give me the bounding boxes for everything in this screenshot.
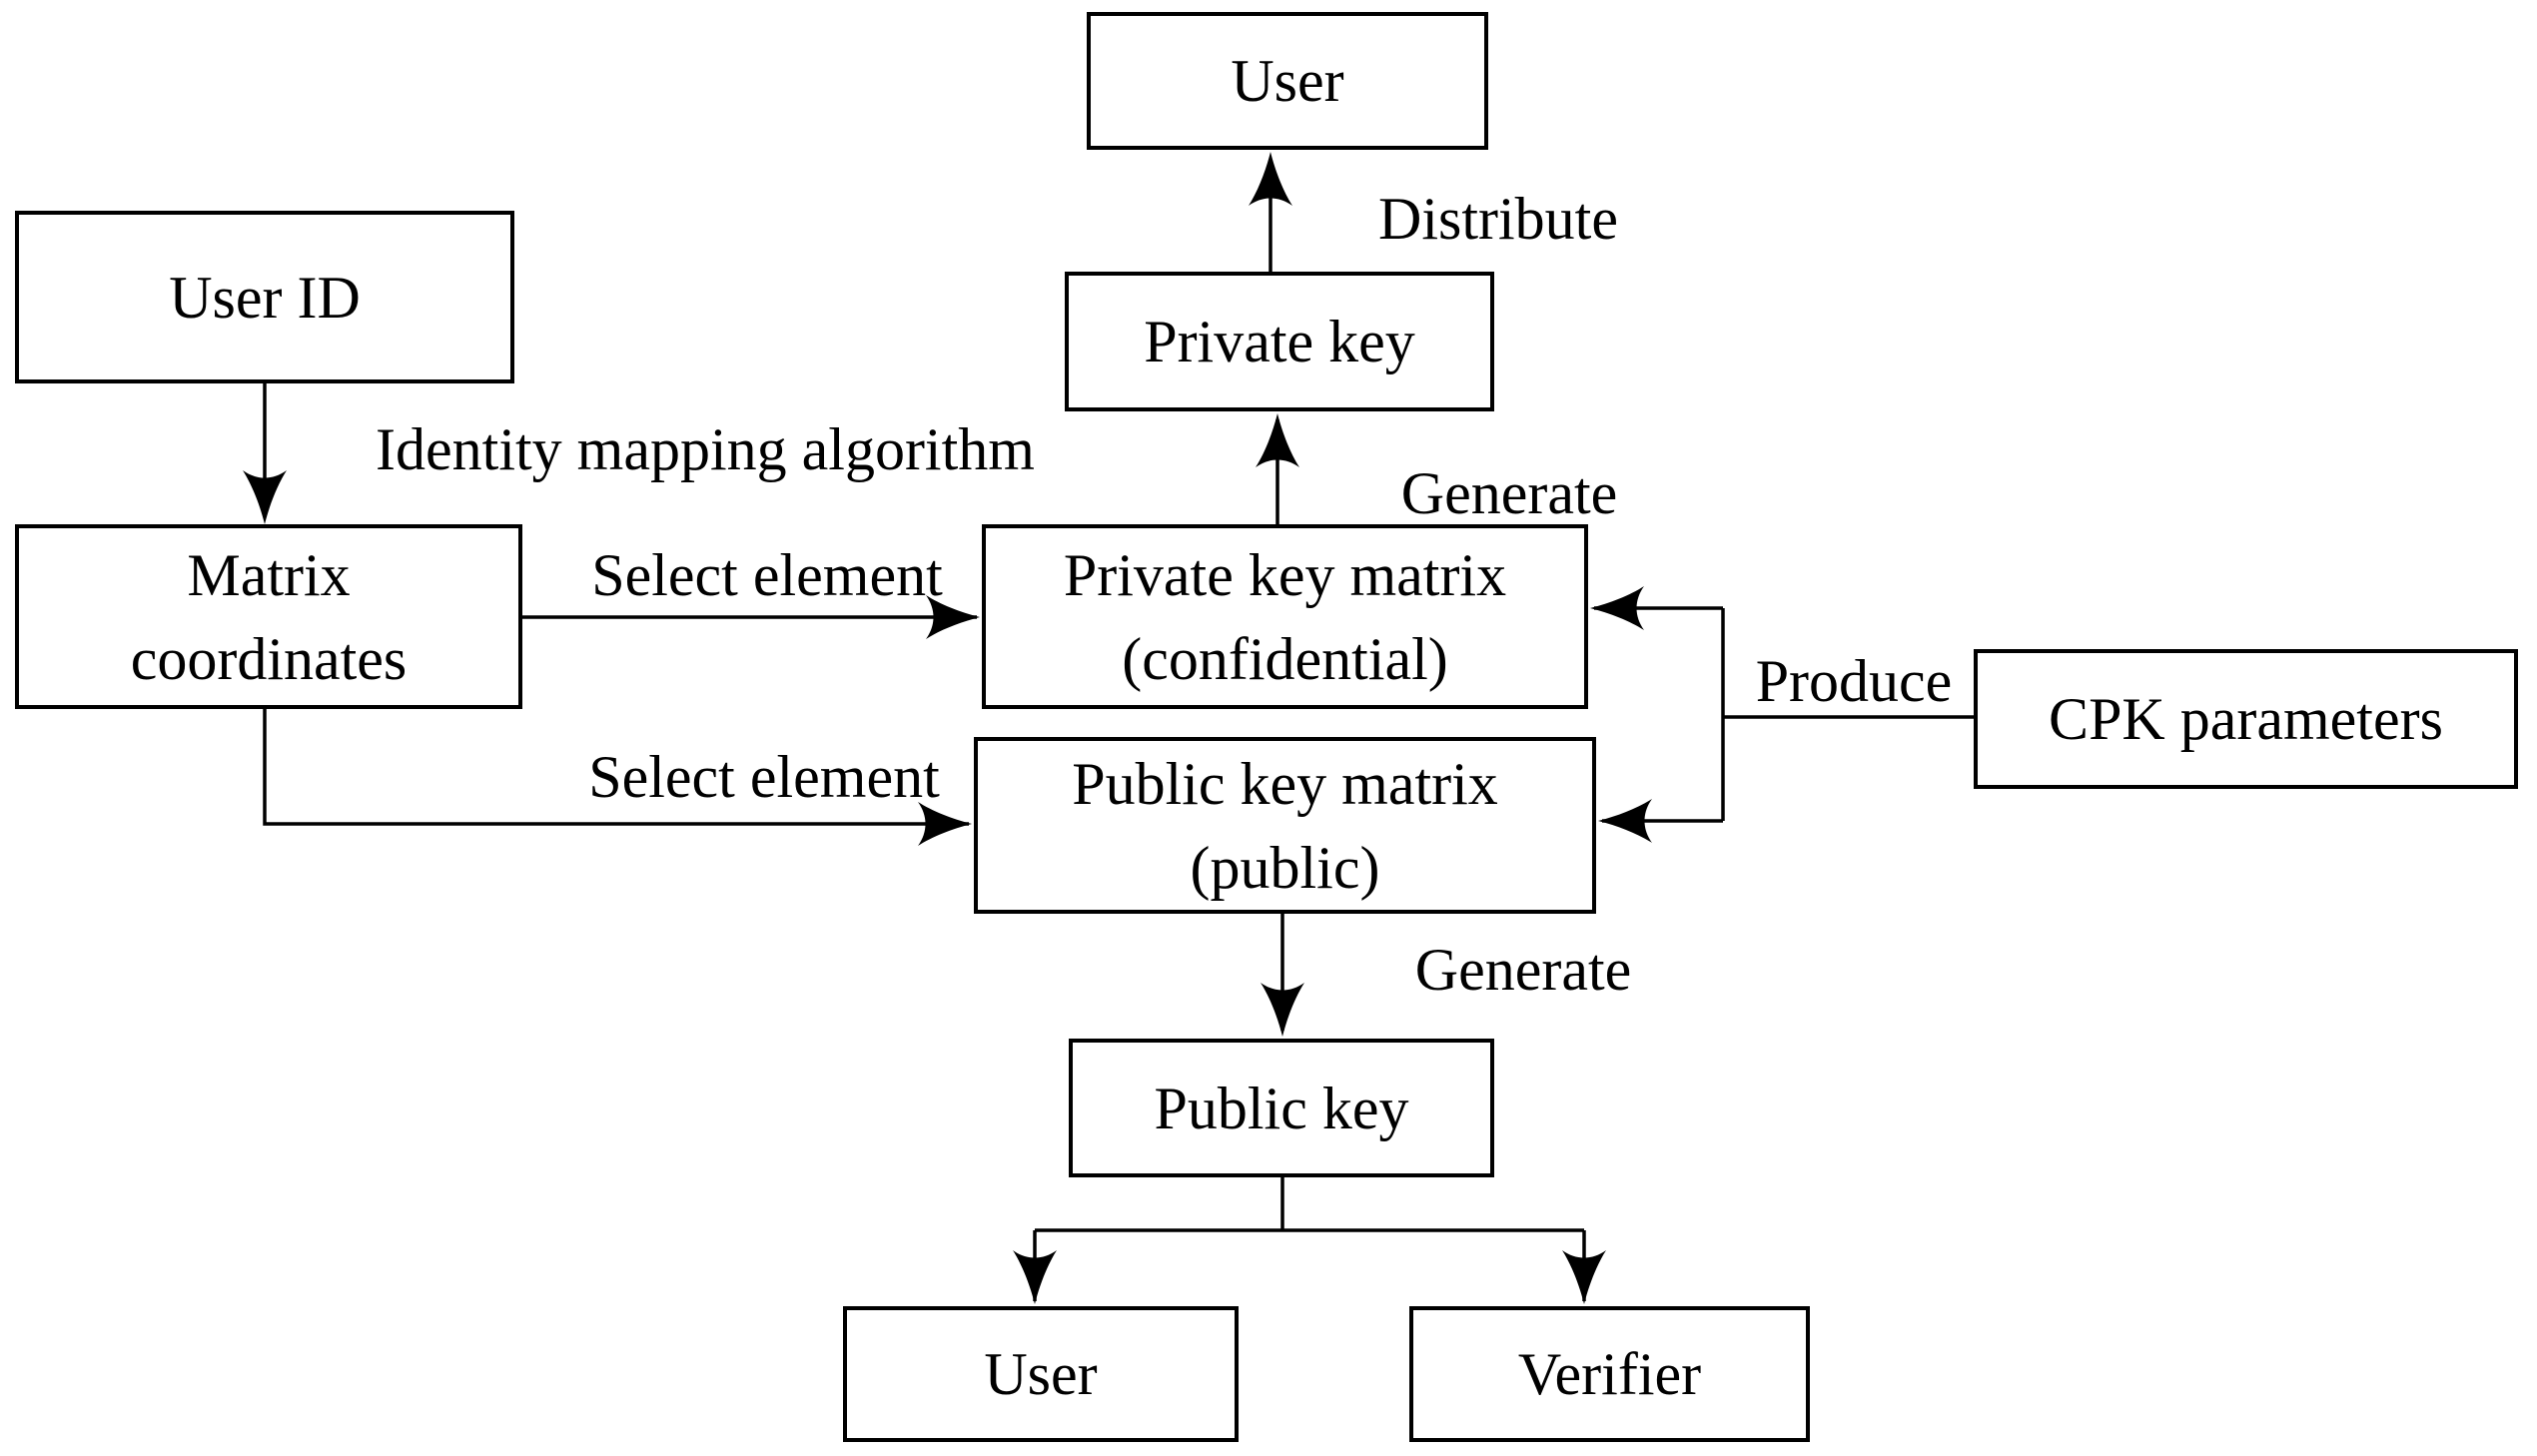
node-private-key: Private key (1065, 272, 1494, 411)
node-public-key-matrix-line1: Public key matrix (1072, 750, 1498, 817)
edge-label-select-element-top: Select element (591, 542, 943, 608)
edge-label-select-element-bottom: Select element (588, 744, 940, 810)
node-private-key-label: Private key (1144, 309, 1415, 374)
edge-private-key-to-user (1249, 152, 1292, 272)
node-user-top-label: User (1231, 48, 1344, 114)
node-private-key-matrix-line1: Private key matrix (1063, 541, 1507, 608)
edge-label-generate-top: Generate (1400, 460, 1618, 526)
node-user-bottom-label: User (984, 1341, 1098, 1407)
edge-public-key-split (1013, 1177, 1606, 1304)
node-cpk-parameters: CPK parameters (1974, 649, 2518, 789)
node-public-key-label: Public key (1154, 1075, 1409, 1141)
node-public-key: Public key (1069, 1039, 1494, 1177)
node-matrix-coordinates-line2: coordinates (130, 625, 408, 692)
node-private-key-matrix-line2: (confidential) (1122, 625, 1448, 692)
node-verifier: Verifier (1409, 1306, 1810, 1442)
node-user-top: User (1087, 12, 1488, 150)
node-public-key-matrix: Public key matrix (public) (974, 737, 1596, 914)
edge-private-matrix-to-private-key (1256, 413, 1299, 524)
node-private-key-matrix: Private key matrix (confidential) (982, 524, 1588, 709)
node-user-id: User ID (15, 211, 514, 383)
edge-userid-to-matrix-coordinates (243, 383, 287, 524)
edge-label-generate-bottom: Generate (1414, 937, 1632, 1003)
edge-public-matrix-to-public-key (1261, 914, 1304, 1037)
node-cpk-parameters-label: CPK parameters (2049, 686, 2443, 752)
node-matrix-coordinates-line1: Matrix (187, 541, 351, 608)
node-user-id-label: User ID (169, 264, 361, 331)
edge-label-identity-mapping-algorithm: Identity mapping algorithm (376, 416, 1035, 482)
node-matrix-coordinates: Matrix coordinates (15, 524, 522, 709)
node-public-key-matrix-line2: (public) (1190, 834, 1380, 901)
edge-label-produce: Produce (1755, 648, 1953, 714)
edge-label-distribute: Distribute (1378, 186, 1618, 252)
node-verifier-label: Verifier (1517, 1341, 1702, 1407)
node-user-bottom: User (843, 1306, 1239, 1442)
